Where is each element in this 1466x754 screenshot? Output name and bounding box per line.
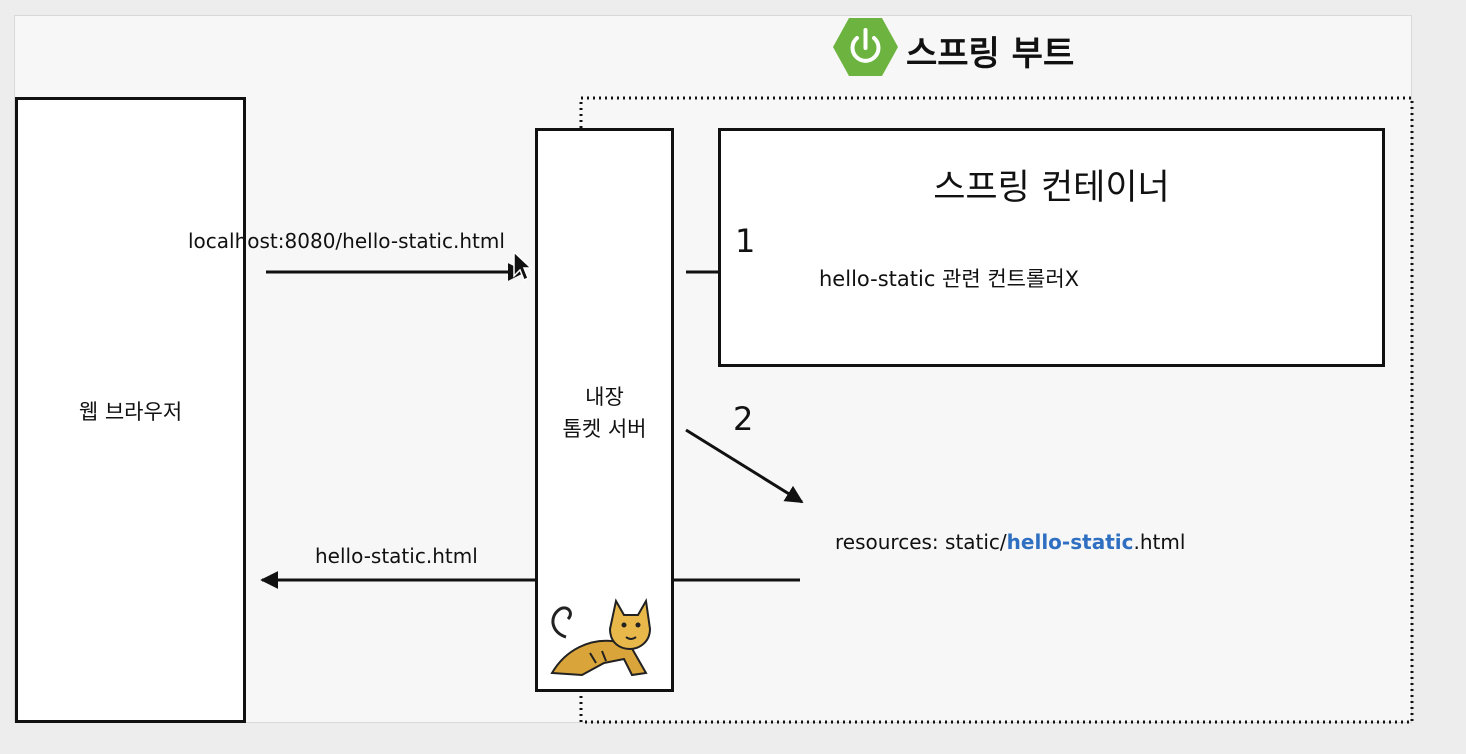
controller-text: hello-static 관련 컨트롤러X	[819, 267, 1080, 291]
request-url-label: localhost:8080/hello-static.html	[188, 229, 505, 253]
resource-prefix: resources: static/	[835, 530, 1007, 554]
spring-boot-logo-icon	[833, 18, 898, 76]
web-browser-box: 웹 브라우저	[15, 97, 246, 723]
spring-container-title: 스프링 컨테이너	[933, 168, 1170, 208]
tomcat-label-line1: 내장	[585, 385, 624, 409]
mouse-cursor-icon	[513, 250, 532, 282]
tomcat-cat-icon	[550, 597, 652, 677]
step2-label: 2	[733, 400, 754, 438]
web-browser-label: 웹 브라우저	[78, 400, 183, 424]
spring-container-box: 스프링 컨테이너 hello-static 관련 컨트롤러X	[718, 128, 1385, 367]
resource-name: hello-static	[1006, 530, 1134, 554]
step1-label: 1	[735, 222, 756, 260]
tomcat-label-line2: 톰켓 서버	[562, 417, 647, 441]
step2-arrow	[685, 428, 804, 504]
response-label: hello-static.html	[315, 544, 478, 568]
resource-path-label: resources: static/hello-static.html	[835, 530, 1185, 554]
resource-suffix: .html	[1133, 530, 1186, 554]
spring-boot-title: 스프링 부트	[906, 34, 1075, 74]
tomcat-server-box: 내장 톰켓 서버	[535, 128, 674, 692]
